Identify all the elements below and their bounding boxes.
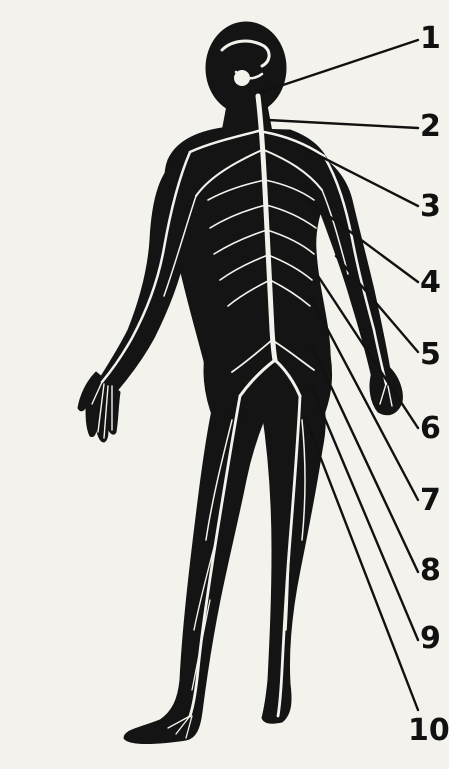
leader-line-2 [268, 120, 418, 128]
torso [165, 128, 331, 365]
body-silhouette [78, 22, 402, 744]
leader-line-10 [306, 420, 418, 710]
label-9: 9 [420, 624, 449, 654]
leader-line-8 [312, 346, 418, 572]
label-7: 7 [420, 486, 449, 516]
label-3: 3 [420, 192, 449, 222]
leader-line-9 [312, 388, 418, 640]
right-leg [262, 408, 325, 723]
right-hand [370, 368, 402, 415]
label-2: 2 [420, 112, 449, 142]
label-8: 8 [420, 556, 449, 586]
label-10: 10 [408, 716, 448, 746]
label-5: 5 [420, 340, 449, 370]
label-1: 1 [420, 24, 449, 54]
label-6: 6 [420, 414, 449, 444]
label-4: 4 [420, 268, 449, 298]
neck [222, 100, 272, 132]
